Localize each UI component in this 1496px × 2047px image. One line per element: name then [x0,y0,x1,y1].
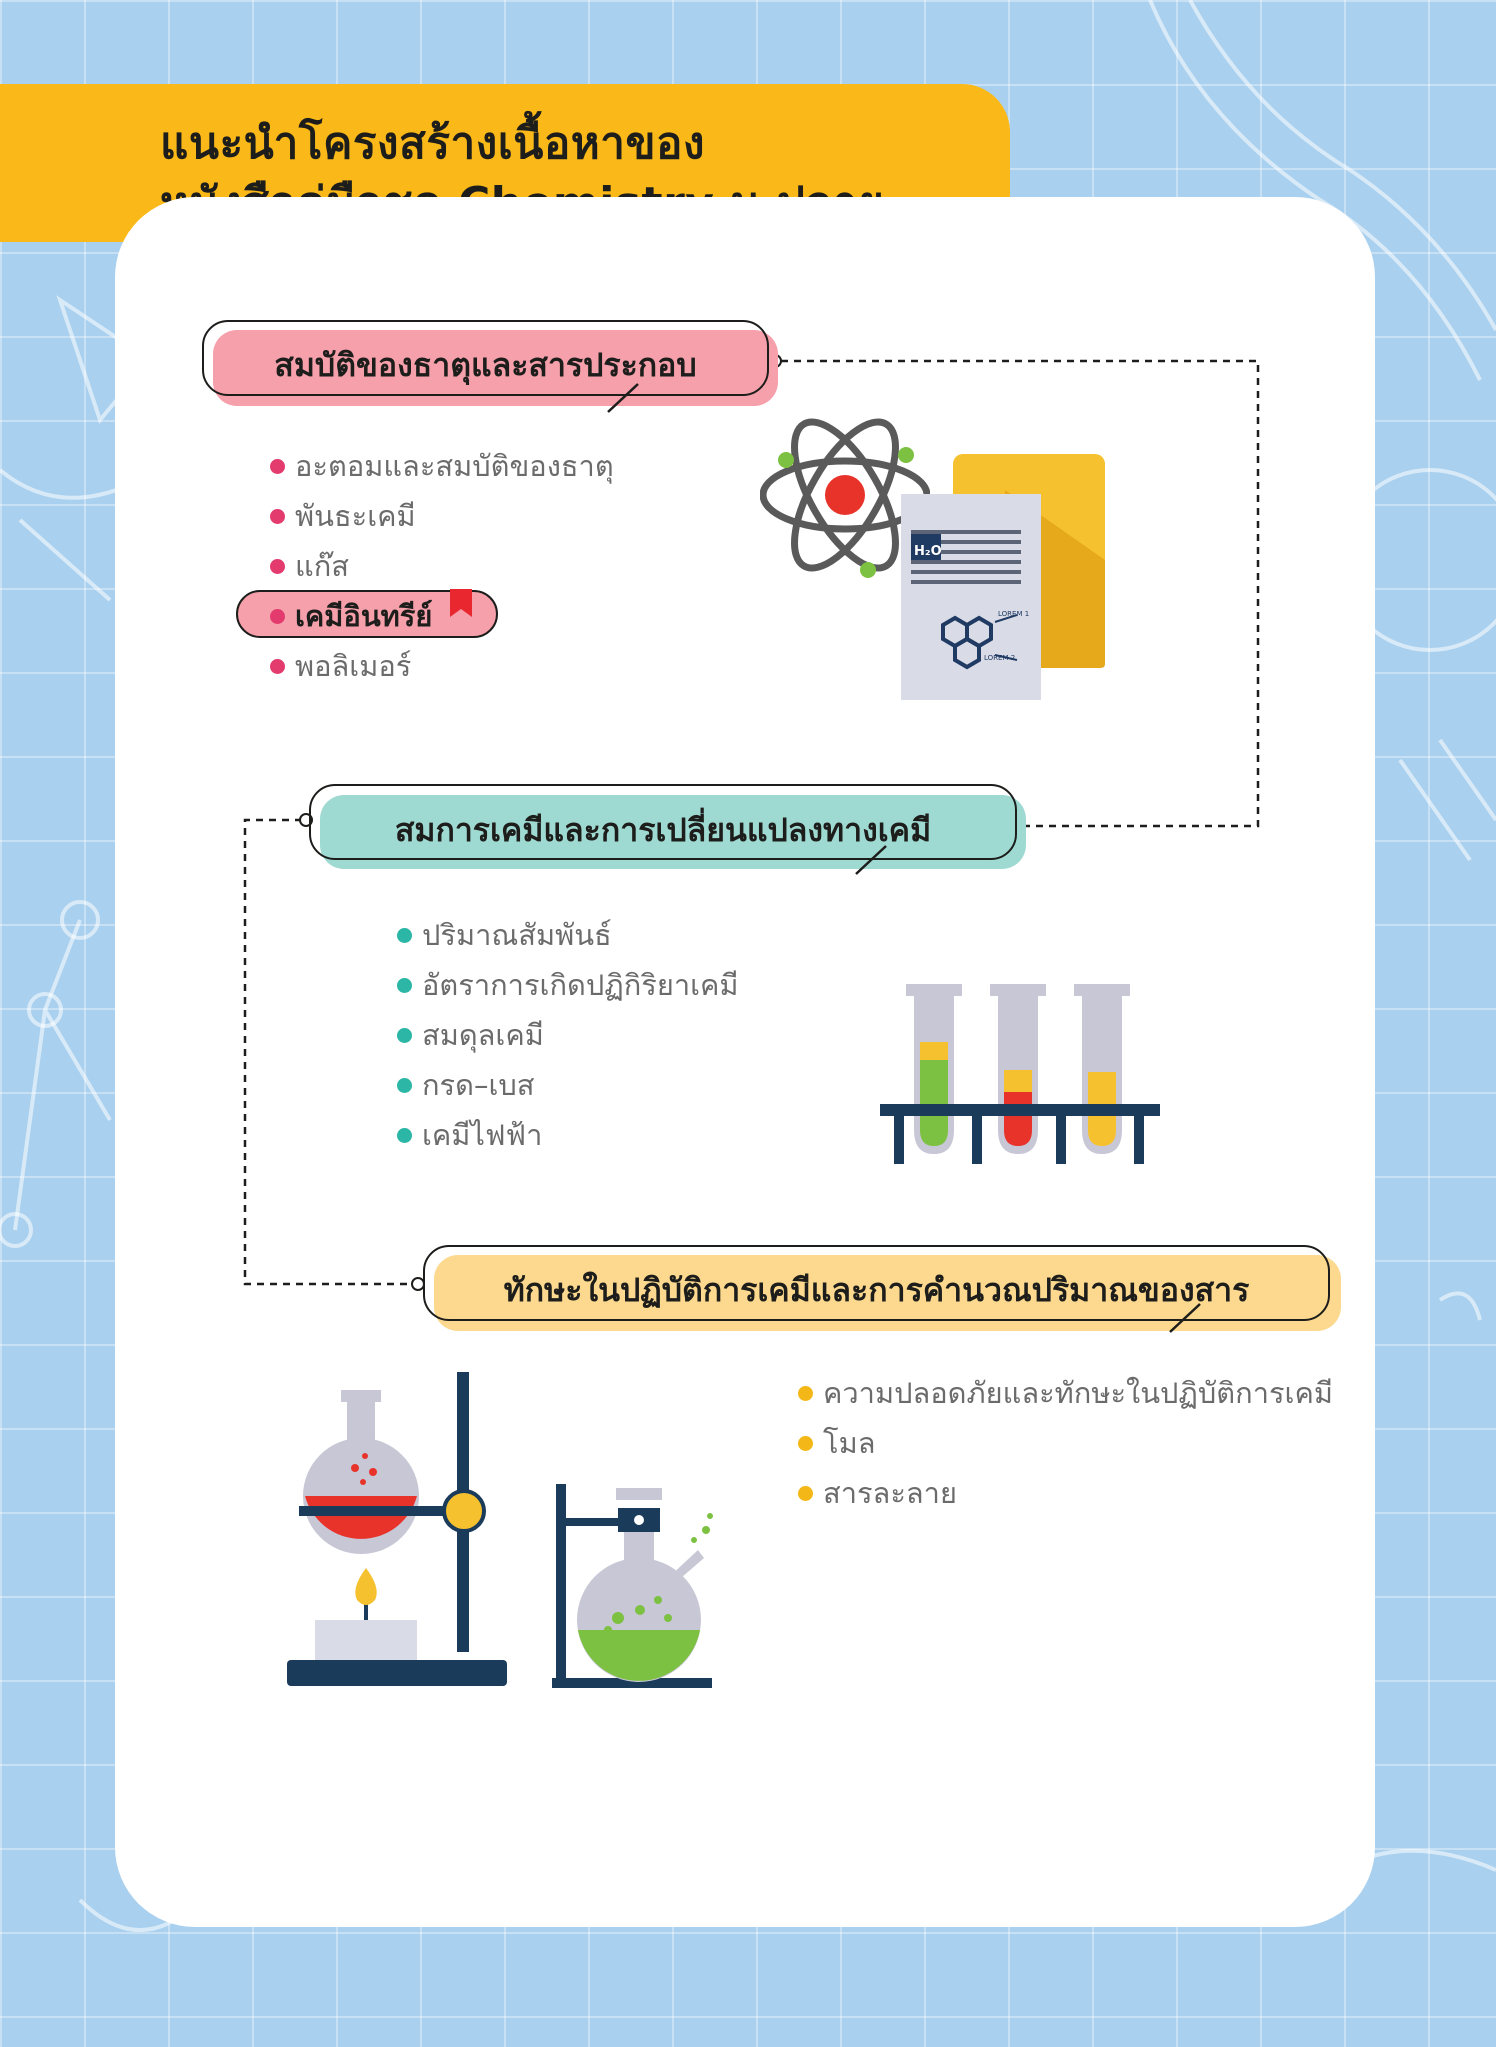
flask-burner-icon [287,1372,507,1686]
list-item: พันธะเคมี [270,493,416,539]
document-folder-icon [901,454,1105,700]
h2o-label: H₂O [914,544,942,559]
list-item: พอลิเมอร์ [270,643,411,689]
section2-pill-fill [320,795,1026,869]
bullet-dot [270,608,285,624]
test-tube-rack-icon [880,984,1160,1164]
list-item: สมดุลเคมี [397,1012,544,1058]
bookmark-icon [450,589,472,617]
atom-icon [760,418,930,578]
section3-pill [423,1245,1330,1321]
section3-pill-fill [434,1255,1341,1331]
bullet-dot [798,1385,813,1401]
lorem-label-1: LOREM 1 [998,610,1030,618]
pill-tail [1169,1303,1201,1333]
bullet-dot [397,1027,412,1043]
bullet-dot [270,558,285,574]
section2-title: สมการเคมีและการเปลี่ยนแปลงทางเคมี [394,811,932,849]
bullet-dot [270,508,285,524]
list-item: สารละลาย [798,1470,957,1516]
bullet-dot [270,658,285,674]
page-title-line1: แนะนำโครงสร้างเนื้อหาของ [160,118,705,169]
section1-pill-fill [213,330,778,406]
section2-pill [309,784,1017,860]
list-item: ความปลอดภัยและทักษะในปฏิบัติการเคมี [798,1370,1333,1416]
list-item: ปริมาณสัมพันธ์ [397,912,612,958]
bullet-dot [397,1127,412,1143]
section1-pill [202,320,769,396]
bullet-dot [397,927,412,943]
list-item: อะตอมและสมบัติของธาตุ [270,443,614,489]
section3-title: ทักษะในปฏิบัติการเคมีและการคำนวณปริมาณขอ… [503,1271,1250,1309]
pill-tail [607,383,639,413]
list-item: อัตราการเกิดปฏิกิริยาเคมี [397,962,739,1008]
list-item-highlighted: เคมีอินทรีย์ [270,593,432,639]
bullet-dot [798,1485,813,1501]
flask-stand-icon [552,1484,713,1688]
bullet-dot [798,1435,813,1451]
list-item: เคมีไฟฟ้า [397,1112,542,1158]
bullet-dot [397,977,412,993]
lorem-label-2: LOREM 2 [984,654,1016,662]
list-item: แก๊ส [270,543,349,589]
section1-title: สมบัติของธาตุและสารประกอบ [274,346,697,384]
bullet-dot [397,1077,412,1093]
list-item: โมล [798,1420,875,1466]
pill-tail [855,845,887,875]
list-item: กรด–เบส [397,1062,535,1108]
bullet-dot [270,458,285,474]
